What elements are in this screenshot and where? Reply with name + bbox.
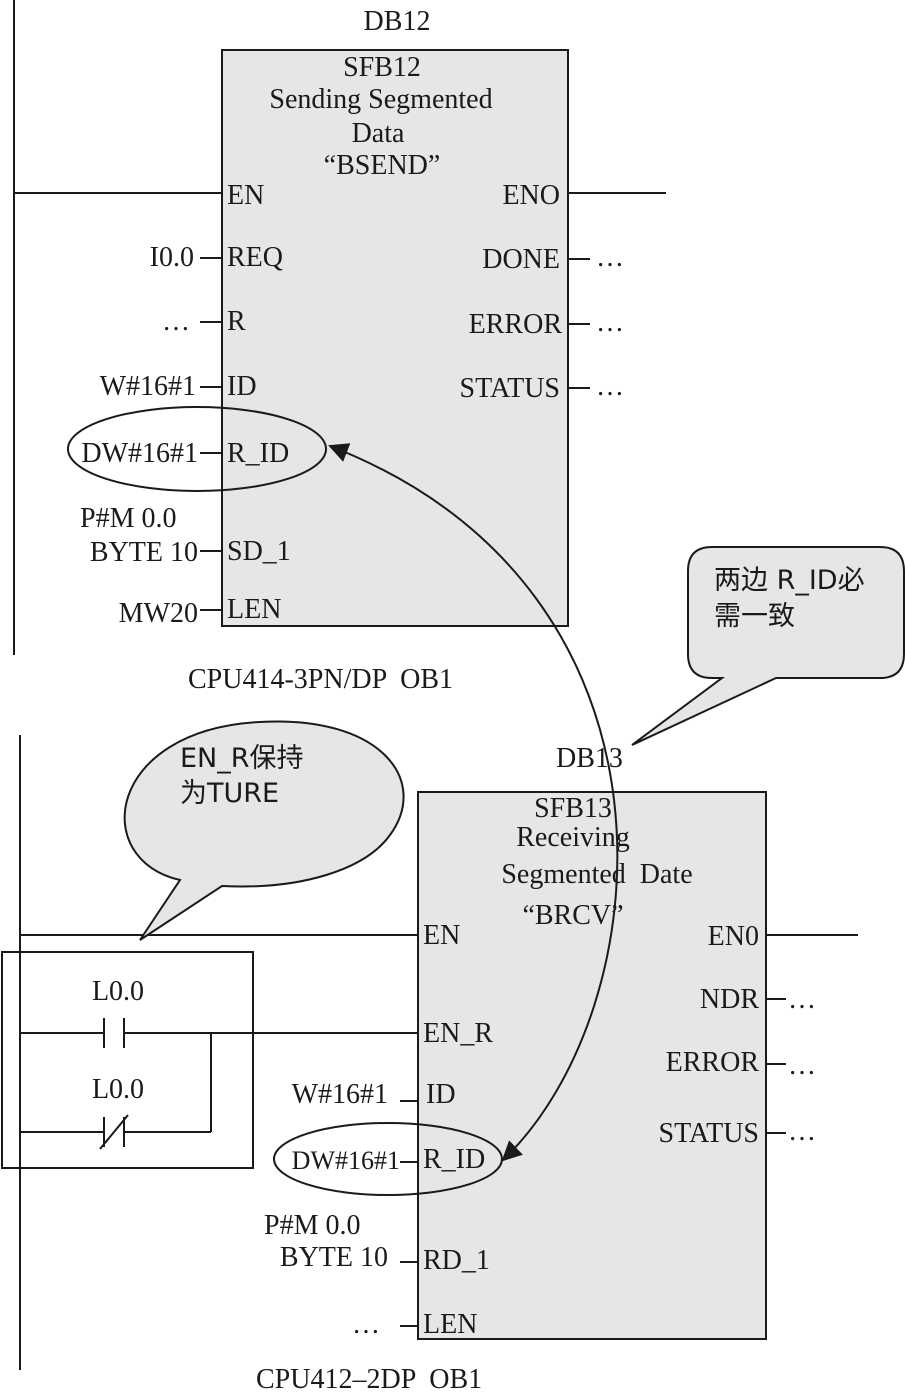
value-rd1-line-2: BYTE 10 (279, 1242, 388, 1273)
pin-sd1: SD_1 (227, 536, 291, 567)
sfb13-title-line-2: Receiving (516, 822, 630, 853)
sfb12-title-line-4: “BSEND” (323, 150, 441, 181)
sfb13-title-line-1: SFB13 (534, 793, 612, 824)
pin-error: ERROR (468, 309, 562, 340)
value-done: … (596, 242, 624, 273)
contact-label-no: L0.0 (91, 976, 145, 1007)
value-ndr: … (788, 984, 816, 1015)
value-r-id: DW#16#1 (81, 438, 198, 469)
value-rd1-line-1: P#M 0.0 (264, 1210, 361, 1241)
db13-label: DB13 (556, 743, 623, 774)
pin-eno: ENO (502, 180, 560, 211)
pin-rd1: RD_1 (423, 1245, 490, 1276)
value-r-id-2: DW#16#1 (291, 1146, 400, 1175)
pin-status: STATUS (459, 373, 560, 404)
contact-nc-slash (99, 1114, 129, 1150)
value-error-2: … (788, 1050, 816, 1081)
value-r: … (162, 306, 190, 337)
pin-status-2: STATUS (658, 1118, 759, 1149)
pin-id-2: ID (426, 1079, 456, 1110)
r-id-link-arrow (328, 443, 619, 1162)
sfb13-title-line-4: “BRCV” (522, 900, 624, 931)
callout-bubble-r-id (631, 546, 905, 746)
pin-r: R (227, 306, 246, 337)
pin-en: EN (227, 180, 265, 211)
contact-network-frame (1, 951, 254, 1169)
value-id: W#16#1 (99, 371, 196, 402)
value-error: … (596, 307, 624, 338)
sfb13-title-line-3: Segmented Date (501, 859, 693, 890)
value-id-2: W#16#1 (291, 1079, 388, 1110)
callout-r-id-line-2: 需一致 (714, 601, 795, 632)
pin-len-2: LEN (423, 1309, 478, 1340)
pin-req: REQ (227, 242, 283, 273)
caption-cpu414: CPU414-3PN/DP OB1 (188, 664, 454, 695)
sfb12-title-line-1: SFB12 (343, 52, 421, 83)
db12-label: DB12 (363, 6, 431, 37)
pin-en0: EN0 (707, 921, 759, 952)
pin-r-id-2: R_ID (423, 1144, 486, 1175)
pin-en-2: EN (423, 920, 461, 951)
value-len: MW20 (118, 598, 198, 629)
pin-error-2: ERROR (665, 1047, 759, 1078)
pin-en-r: EN_R (423, 1018, 493, 1049)
pin-ndr: NDR (699, 984, 759, 1015)
pin-id: ID (227, 371, 257, 402)
callout-en-r-line-1: EN_R保持 (180, 743, 304, 774)
value-sd1-line-1: P#M 0.0 (80, 503, 177, 534)
value-req: I0.0 (149, 242, 194, 273)
callout-en-r-line-2: 为TURE (180, 778, 280, 809)
r-id-highlight-top (67, 406, 327, 492)
value-len-2: … (352, 1309, 380, 1340)
callout-r-id-line-1: 两边 R_ID必 (714, 565, 865, 596)
caption-cpu412: CPU412–2DP OB1 (256, 1364, 483, 1395)
pin-r-id: R_ID (227, 438, 290, 469)
value-sd1-line-2: BYTE 10 (89, 537, 198, 568)
sfb12-title-line-3: Data (351, 118, 405, 149)
pin-len: LEN (227, 594, 282, 625)
callout-bubble-en-r (123, 720, 405, 941)
pin-done: DONE (482, 244, 560, 275)
sfb12-title-line-2: Sending Segmented (269, 84, 493, 115)
value-status-2: … (788, 1116, 816, 1147)
value-status: … (596, 371, 624, 402)
contact-label-nc: L0.0 (91, 1074, 145, 1105)
